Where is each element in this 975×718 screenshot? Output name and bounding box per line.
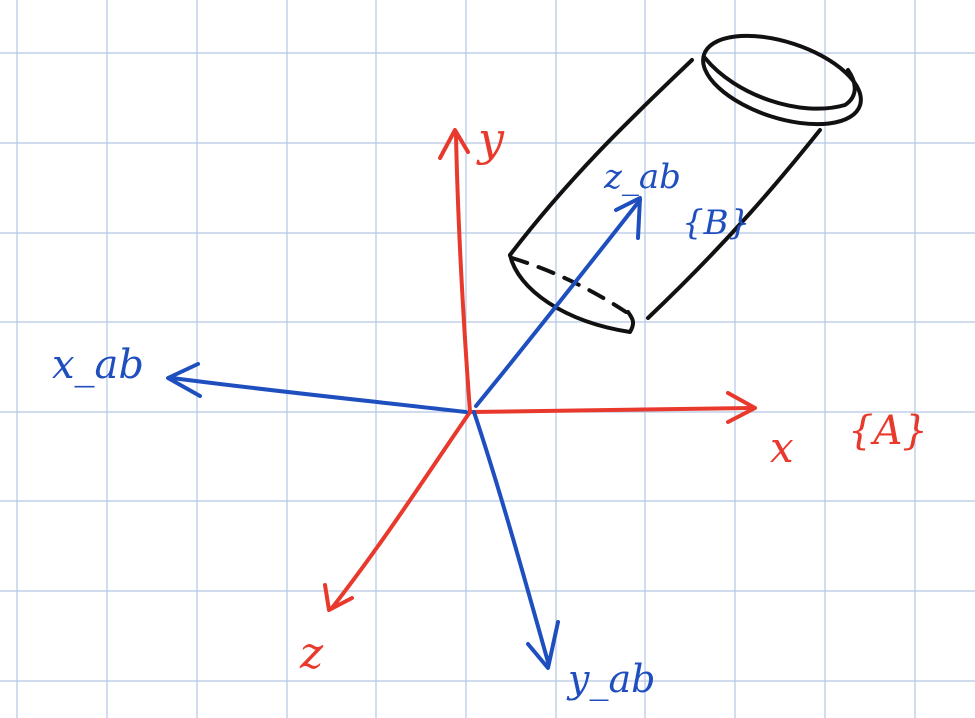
frame-b-xab-axis [170,376,468,414]
cylinder-top-ellipse [701,33,863,127]
frame-b-zab-label: z_ab [603,157,681,197]
frame-b-xab-arrowhead [166,362,202,398]
cylinder-bottom-front [508,253,636,334]
frame-b-zab-arrowhead [614,196,642,240]
frame-a-z-axis [330,410,472,610]
frame-a-z-arrowhead [323,583,354,612]
frame-a-x-arrowhead [726,391,757,424]
frame-b-zab-axis [474,198,642,408]
frame-a-y-arrowhead [438,128,470,160]
frame-b-yab-label: y_ab [566,657,655,702]
cylinder-right-side [646,128,822,320]
cylinder-object [508,33,863,334]
cylinder-top-ellipse-overstroke [703,56,857,111]
frame-a-x-axis [468,406,754,414]
frame-a-label: {A} [848,408,928,454]
labels: y x z {A} x_ab z_ab y_ab {B} [52,112,928,702]
frame-a-y-axis [454,133,472,414]
frame-a-y-label: y [476,112,505,166]
frame-a-x-label: x [770,423,794,472]
frame-b-yab-axis [472,410,550,664]
cylinder-bottom-back-dashed [510,256,628,314]
frame-a-axes [323,128,757,612]
frame-b-axes [166,196,642,670]
frame-a-z-label: z [299,628,324,679]
frame-b-yab-arrowhead [526,620,560,670]
cylinder-left-side [508,58,694,257]
frame-b-xab-label: x_ab [52,342,144,388]
frame-b-label: {B} [682,203,750,243]
